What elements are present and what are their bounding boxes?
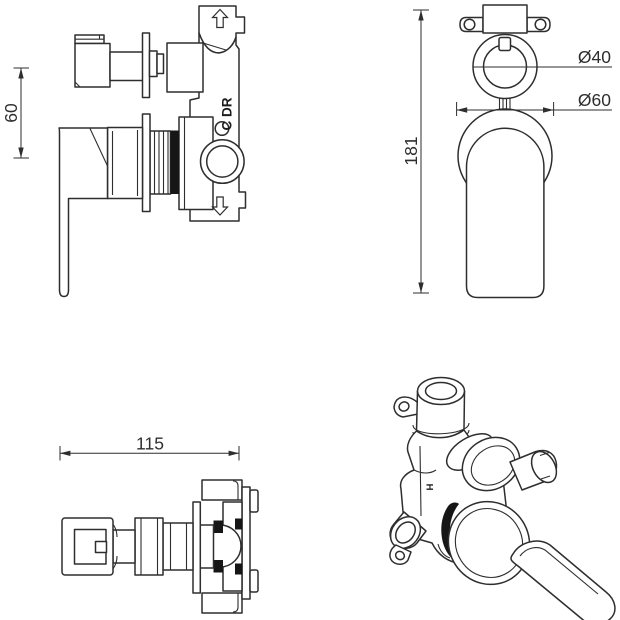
dim181-arrow-top xyxy=(418,10,424,21)
o-ring-top-b xyxy=(213,560,223,573)
diverter-housing xyxy=(166,42,204,93)
iso-lower-port-bore xyxy=(395,521,416,544)
front-view: 181 Ø40 Ø60 xyxy=(395,0,620,310)
cartridge-neck-top xyxy=(199,524,215,569)
iso-top-port-bore xyxy=(424,381,458,401)
dim60d-arrow-right xyxy=(543,107,554,113)
ring-keyway-slot xyxy=(498,36,512,52)
dim115-label: 115 xyxy=(136,434,164,454)
o-ring-seal xyxy=(170,130,179,194)
dim40-label: Ø40 xyxy=(578,47,611,67)
cartridge-rib-housing xyxy=(149,130,172,195)
dim60d-extension-ticks xyxy=(456,102,555,116)
o-ring-top-a xyxy=(213,520,223,533)
mounting-bracket xyxy=(482,4,528,34)
plate-tab-top xyxy=(249,489,259,513)
cartridge-block-c xyxy=(162,522,194,571)
dim60-arrow-bottom xyxy=(18,147,24,158)
side-view: C DR 60 xyxy=(0,0,260,305)
o-ring-plate-a xyxy=(235,518,242,530)
dim60d-label: Ø60 xyxy=(578,90,611,110)
iso-lower-lug-hole xyxy=(394,550,406,561)
flow-down-arrow-icon xyxy=(211,196,229,216)
cartridge-ribs xyxy=(153,131,169,194)
lever-handle xyxy=(58,127,109,298)
iso-upper-disc-rim xyxy=(470,445,516,486)
escutcheon-flange xyxy=(141,113,151,213)
dim181-label: 181 xyxy=(401,136,421,165)
outlet-port-inner xyxy=(205,145,239,178)
diverter-collar-1 xyxy=(148,50,158,78)
diverter-stem xyxy=(109,51,144,82)
iso-escutcheon-rim xyxy=(454,508,524,578)
block-c-lines xyxy=(169,523,188,570)
diverter-flange xyxy=(141,32,151,99)
diverter-collar-2 xyxy=(156,53,165,75)
knob-cap-line xyxy=(75,35,104,40)
handle-neck-line xyxy=(89,128,108,167)
dim60-label: 60 xyxy=(1,103,21,123)
dim115-arrow-left xyxy=(60,450,71,456)
bracket-top xyxy=(201,479,243,501)
housing-edge-line xyxy=(202,42,227,51)
side-view-svg: C DR 60 xyxy=(1,5,247,298)
cartridge-block-b xyxy=(134,517,164,576)
dim115-arrow-right xyxy=(228,450,239,456)
hot-marking-label: H xyxy=(424,484,435,491)
bracket-bottom-fold xyxy=(232,593,239,613)
dim60-arrow-top xyxy=(18,68,24,79)
iso-handle-edge-line xyxy=(519,547,599,595)
escutcheon-edge xyxy=(192,501,202,594)
o-ring-plate-b xyxy=(235,563,242,575)
port-marking-label: C DR xyxy=(220,97,235,130)
threaded-stem xyxy=(498,98,511,114)
iso-body-detail-lines xyxy=(413,445,451,559)
diverter-knob xyxy=(74,42,111,88)
knob-chamfer xyxy=(74,81,81,88)
iso-escutcheon-disc xyxy=(447,500,531,586)
iso-lever-handle xyxy=(510,540,616,620)
iso-knob-cap xyxy=(530,450,558,484)
bracket-top-fold xyxy=(232,480,239,500)
iso-upper-disc xyxy=(461,436,521,492)
handle-top-slot xyxy=(94,540,108,554)
plate-tab-bottom xyxy=(249,569,259,593)
isometric-view: H xyxy=(370,360,620,620)
mounting-ear-right-hole xyxy=(534,18,547,31)
mounting-ear-left-hole xyxy=(463,18,476,31)
dim60d-arrow-left xyxy=(456,107,468,113)
top-view: 115 xyxy=(45,425,265,620)
top-view-svg: 115 xyxy=(59,434,259,614)
lever-handle-front xyxy=(465,127,545,299)
bracket-bottom xyxy=(201,592,243,614)
block-b-lines xyxy=(140,518,159,575)
front-view-svg: 181 Ø40 Ø60 xyxy=(401,4,612,299)
isometric-view-svg: H xyxy=(389,376,616,620)
iso-ear-hole xyxy=(398,401,410,412)
flow-up-arrow-icon xyxy=(211,8,229,29)
handle-cap-lines xyxy=(111,130,139,196)
dim181-arrow-bottom xyxy=(418,282,424,293)
cartridge-block-a xyxy=(112,529,136,564)
plate-edge-bar xyxy=(241,486,251,600)
iso-o-ring-crescent xyxy=(441,502,459,562)
screw-hole xyxy=(214,120,230,137)
iso-knob-notches xyxy=(539,451,551,480)
